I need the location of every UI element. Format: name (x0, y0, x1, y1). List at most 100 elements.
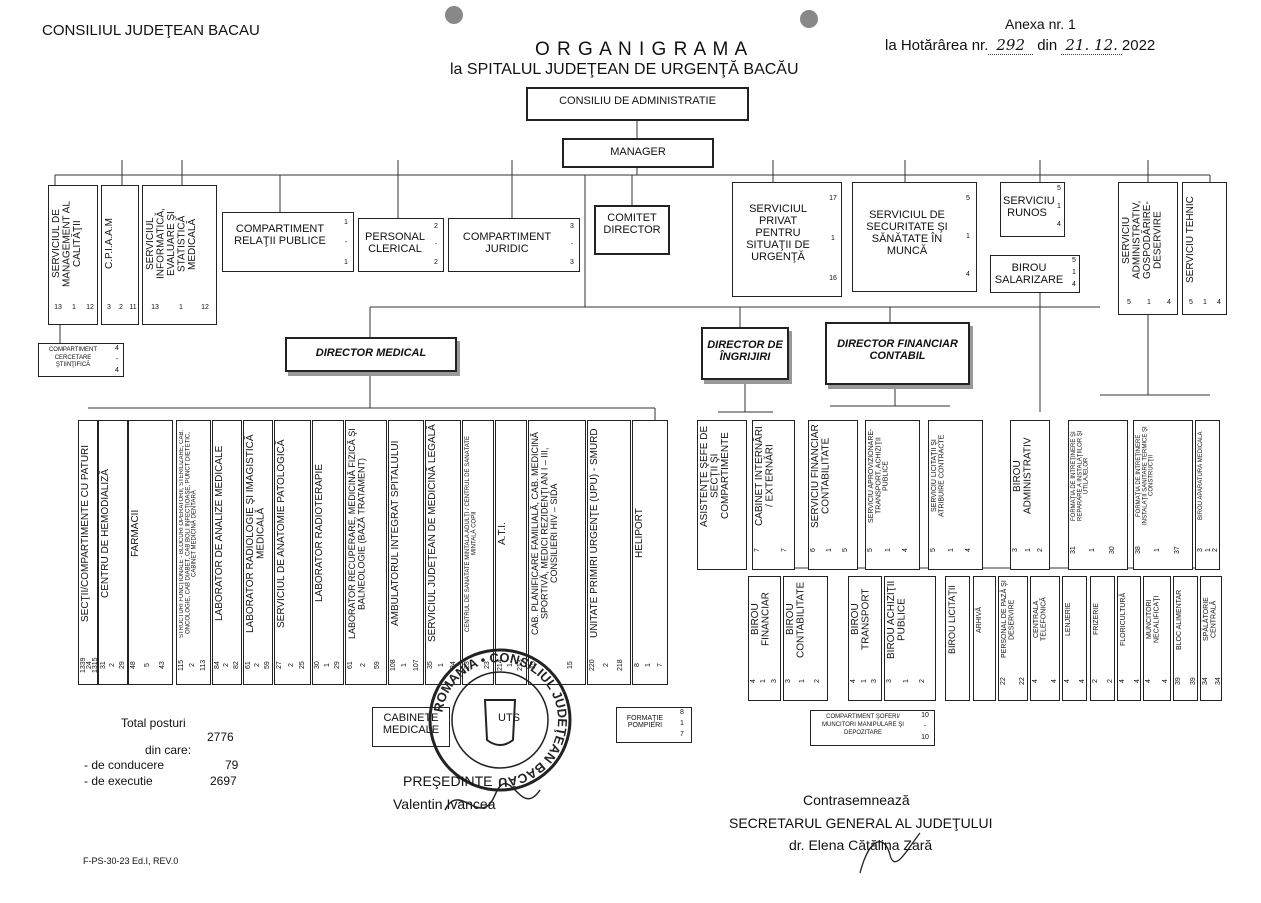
bottom-unit-label: BIROU LICITAŢII (947, 585, 957, 654)
admin-service-label: SERVICIU ADMINISTRATIV, GOSPODĂRIRE-DESE… (1121, 200, 1164, 280)
safety-service: SERVICIUL DE SECURITATE ŞI SĂNĂTATE ÎN M… (852, 182, 977, 292)
count: 4 (1057, 221, 1061, 228)
count: 1 (760, 679, 768, 683)
decision-line: la Hotărârea nr.292 din 21. 12.2022 (885, 36, 1155, 55)
financial-director: DIRECTOR FINANCIAR CONTABIL (825, 322, 970, 385)
punch-hole (445, 6, 463, 24)
count: 2 (254, 663, 262, 667)
financial-unit: SERVICIU LICITAŢII ŞI ATRIBUIRE CONTRACT… (928, 420, 983, 570)
count (947, 664, 955, 698)
quality-service: SERVICIUL DE MANAGEMENT AL CALITĂŢII 13 … (48, 185, 98, 325)
county-council: CONSILIUL JUDEŢEAN BACAU (42, 22, 260, 39)
count: 2 (603, 663, 610, 667)
count: 17 (829, 195, 837, 202)
count: 4 (850, 679, 857, 683)
count (1154, 664, 1163, 698)
count: 1 (884, 548, 892, 552)
count: 39 (1190, 677, 1198, 685)
bottom-unit: ARHIVĂ (973, 576, 996, 701)
technical-service-label: SERVICIU TEHNIC (1185, 196, 1196, 284)
president-signature (444, 782, 541, 811)
count: 5 (842, 548, 849, 552)
bottom-unit-label: BIROU CONTABILITATE (785, 581, 807, 658)
count: 29 (334, 661, 341, 669)
count: 61 (245, 661, 252, 669)
medical-unit-label: SERVICIUL JUDEŢEAN DE MEDICINĂ LEGALĂ (427, 424, 438, 643)
bottom-unit-label: MUNCITORI NECALIFICAŢI (1146, 595, 1161, 644)
count: - (344, 239, 348, 246)
count: 5 (966, 195, 970, 202)
count: 1 (1203, 299, 1207, 306)
count: 1 (826, 548, 833, 552)
count: 11 (129, 304, 137, 311)
medical-unit-label: HELIPORT (634, 508, 645, 559)
technical-service: SERVICIU TEHNIC 5 1 4 (1182, 182, 1227, 315)
manager-box: MANAGER (562, 138, 714, 168)
page-title: O R G A N I G R A M A (535, 39, 749, 60)
medical-director: DIRECTOR MEDICAL (285, 337, 457, 372)
count (768, 533, 782, 567)
emergency-service: SERVICIUL PRIVAT PENTRU SITUAŢII DE URGE… (732, 182, 842, 297)
medical-unit-label: UNITATE PRIMIRI URGENŢE (UPU) - SMURD (589, 428, 600, 639)
decision-prefix: la Hotărârea nr. (885, 37, 989, 54)
drivers-label: COMPARTIMENT ŞOFERI/ MUNCITORI MANIPULAR… (822, 714, 904, 736)
count: 4 (1050, 679, 1058, 683)
count: 22 (1018, 677, 1026, 685)
count: 8 (680, 709, 684, 716)
count: 2 (360, 663, 368, 667)
medical-unit: STRUCTURI FUNCŢIONALE - BLOCURI OPERATOR… (176, 420, 211, 685)
count: 107 (412, 659, 420, 671)
admin-unit-label: BIROU APARATURĂ MEDICALĂ (1198, 431, 1204, 521)
bottom-unit: BIROU LICITAŢII (945, 576, 970, 701)
bottom-unit-label: BIROU TRANSPORT (850, 588, 872, 651)
page-subtitle: la SPITALUL JUDEŢEAN DE URGENŢĂ BACĂU (450, 61, 799, 78)
care-unit-label: CABINET INTERNĂRI / EXTERNĂRI (754, 426, 776, 526)
cpiaam-service: C.P.I.A.A.M 3 2 11 (101, 185, 139, 325)
medical-unit-label: FARMACII (130, 509, 141, 558)
mgmt-label: - de conducere (84, 758, 165, 772)
medical-unit-label: CAB. PLANIFICARE FAMILIALĂ, CAB. MEDICIN… (530, 431, 559, 636)
count (731, 533, 747, 567)
count: 4 (1064, 679, 1071, 683)
research-label: COMPARTIMENT CERCETARE ŞTIINŢIFICĂ (48, 347, 98, 368)
count: 4 (965, 548, 973, 552)
count: 8 (634, 663, 641, 667)
count: 1 (831, 235, 835, 242)
medical-unit-label: A.T.I. (497, 522, 508, 545)
count: 31 (1070, 546, 1077, 554)
president-title: PREŞEDINTE (403, 773, 493, 789)
count: 4 (1162, 679, 1170, 683)
count: 1 (902, 679, 910, 683)
it-service: SERVICIUL INFORMATICĂ, EVALUARE ŞI STATI… (142, 185, 217, 325)
public-relations: COMPARTIMENT RELAŢII PUBLICE 1 - 1 (222, 212, 354, 272)
count: 1 (1089, 548, 1097, 552)
count: 31 (100, 661, 107, 669)
count: 37 (1173, 546, 1181, 554)
financial-unit-label: SERVICIU FINANCIAR CONTABILITATE (810, 424, 832, 528)
count: 30 (314, 661, 321, 669)
care-unit-label: ASISTENŢE ŞEFE DE SECŢII ŞI COMPARTIMENT… (699, 425, 731, 527)
count: 5 (930, 548, 937, 552)
committee-box: COMITET DIRECTOR (594, 205, 670, 255)
count: 1 (799, 679, 807, 683)
count: 29 (118, 661, 126, 669)
exec-label: - de executie (84, 774, 153, 788)
count: 1 (966, 233, 970, 240)
bottom-unit-label: FLORICULTURĂ (1120, 592, 1127, 647)
medical-unit: CENTRUL DE SĂNĂTATE MINTALĂ ADULŢI / CEN… (462, 420, 494, 685)
count: 1 (324, 663, 331, 667)
punch-hole (800, 10, 818, 28)
count: 2 (287, 663, 295, 667)
count: 1 (947, 548, 955, 552)
bottom-unit-label: SPĂLĂTORIE CENTRALĂ (1203, 597, 1218, 642)
count: 2 (1107, 679, 1115, 683)
count: - (434, 241, 438, 248)
count: 34 (1215, 677, 1223, 685)
decision-date: 21. 12. (1061, 36, 1122, 55)
count: 4 (1145, 679, 1152, 683)
